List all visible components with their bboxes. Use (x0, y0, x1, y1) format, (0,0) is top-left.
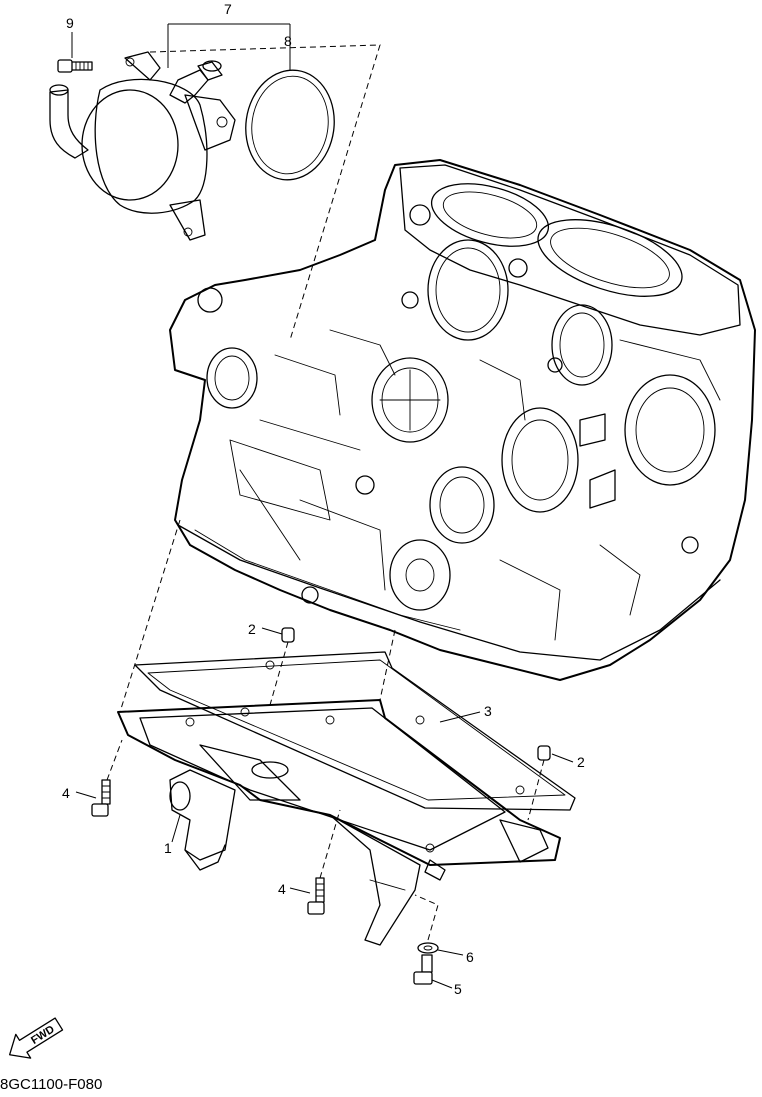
callout-4-left: 4 (62, 785, 70, 801)
callout-2-right: 2 (577, 754, 585, 770)
cooler-alignment-line (149, 44, 381, 341)
callout-7: 7 (224, 1, 232, 17)
callout-2-upper: 2 (248, 621, 256, 637)
callout-8: 8 (284, 33, 292, 49)
bolt-alignment-line-center (319, 809, 341, 879)
drain-alignment-line (414, 894, 439, 941)
oil-cooler (49, 51, 236, 241)
crankcase (169, 159, 756, 681)
oil-pan-gasket (134, 651, 576, 811)
forward-arrow-icon: FWD (8, 1017, 64, 1059)
cooler-bolt (57, 59, 93, 73)
callout-4-center: 4 (278, 881, 286, 897)
callout-9: 9 (66, 15, 74, 31)
drawing-code: 8GC1100-F080 (0, 1076, 102, 1092)
callout-1: 1 (164, 840, 172, 856)
callout-5: 5 (454, 981, 462, 997)
dowel-pin-right (537, 745, 551, 761)
fwd-label: FWD (29, 1023, 57, 1046)
dowel-pin-upper (281, 627, 295, 643)
oil-pan (117, 699, 561, 946)
oil-pan-bolt-center (307, 877, 325, 915)
dowel-alignment-line-right (527, 759, 545, 821)
leader-lines (71, 23, 574, 989)
dowel-alignment-line (269, 641, 289, 706)
pan-alignment-line-left (119, 519, 181, 713)
o-ring (245, 69, 335, 181)
drain-bolt (413, 954, 433, 985)
callout-3: 3 (484, 703, 492, 719)
drain-washer (417, 942, 439, 954)
bolt-alignment-line-left (106, 739, 123, 781)
pan-alignment-line-right (379, 629, 396, 701)
callout-6: 6 (466, 949, 474, 965)
